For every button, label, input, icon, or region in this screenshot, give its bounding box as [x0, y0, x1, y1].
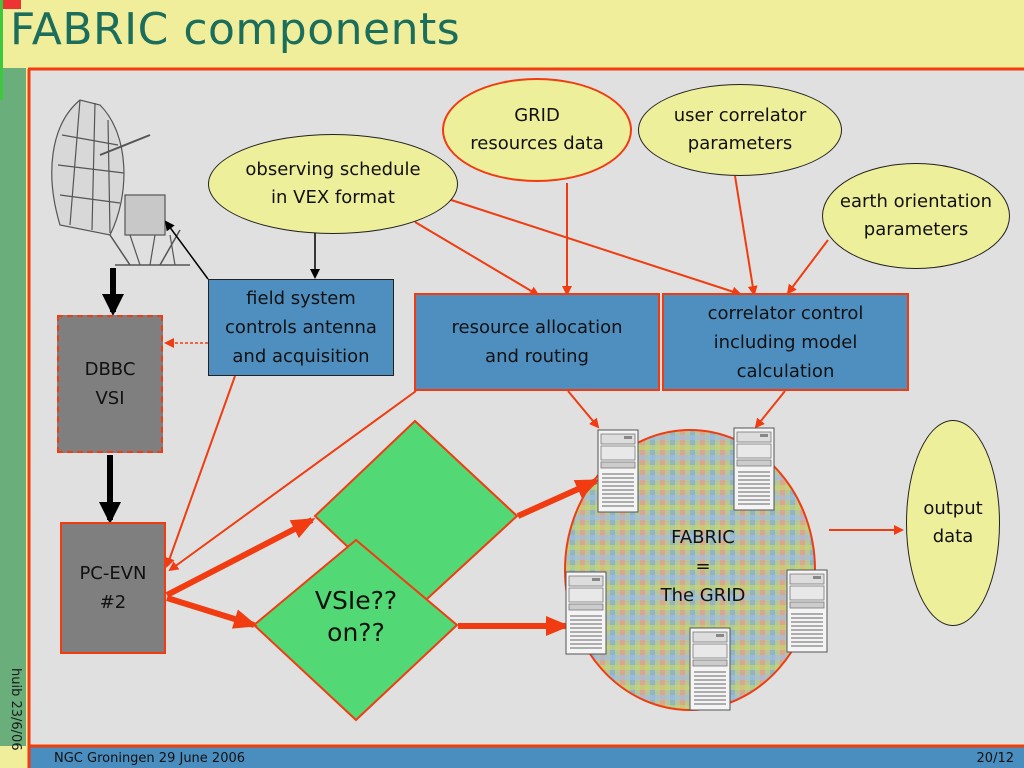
- pc-evn-box: PC-EVN #2: [60, 522, 166, 654]
- user-correlator-ellipse: user correlator parameters: [638, 84, 842, 176]
- observing-schedule-ellipse: observing schedule in VEX format: [208, 134, 458, 234]
- server-icon: [733, 427, 775, 511]
- side-bar: [0, 68, 26, 746]
- resource-allocation-box: resource allocation and routing: [414, 293, 660, 391]
- correlator-control-box: correlator control including model calcu…: [662, 293, 909, 391]
- server-icon: [786, 569, 828, 653]
- vsie-label: VSIe?? on??: [314, 586, 398, 647]
- page-number: 20/12: [976, 751, 1014, 766]
- network-diamond-lower: [252, 538, 459, 722]
- dbbc-vsi-box: DBBC VSI: [57, 315, 163, 453]
- field-system-box: field system controls antenna and acquis…: [208, 279, 394, 376]
- server-icon: [565, 571, 607, 655]
- slide-title: FABRIC components: [10, 4, 461, 55]
- server-icon: [597, 429, 639, 513]
- footer-bar: NGC Groningen 29 June 2006 20/12: [28, 746, 1024, 768]
- grid-resources-ellipse: GRID resources data: [442, 78, 632, 182]
- server-icon: [689, 627, 731, 711]
- fabric-label: FABRIC = The GRID: [660, 527, 746, 606]
- output-data-ellipse: output data: [906, 420, 1000, 626]
- footer-event: NGC Groningen 29 June 2006: [54, 751, 246, 766]
- title-bar: FABRIC components: [0, 0, 1024, 68]
- earth-orientation-ellipse: earth orientation parameters: [822, 163, 1010, 269]
- side-label: huib 23/6/06: [8, 668, 23, 751]
